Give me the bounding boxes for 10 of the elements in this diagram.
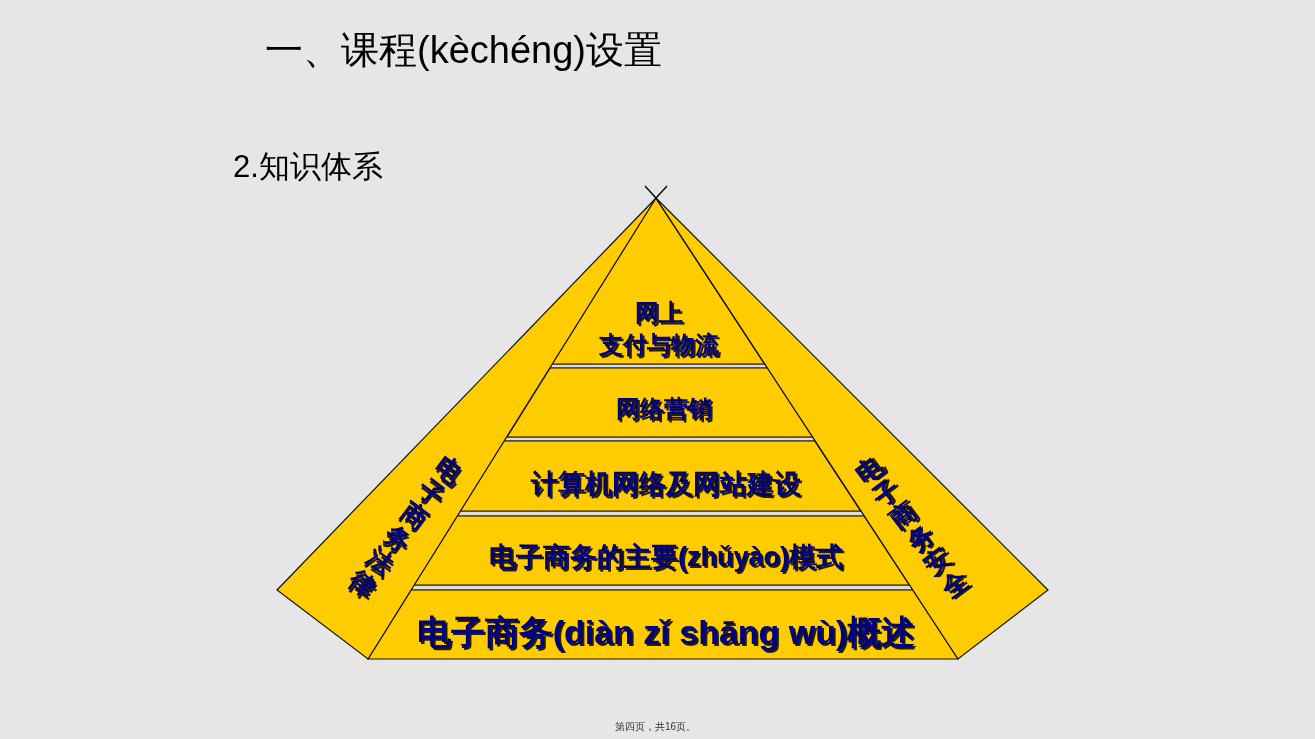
side-face-label: 电子商务安全	[850, 450, 974, 604]
page-footer: 第四页，共16页。	[615, 720, 697, 734]
side-face-label: 电子商务法律	[344, 450, 468, 604]
tier-label: 网络营销	[616, 394, 712, 424]
tier-label: 网上支付与物流	[598, 298, 720, 360]
tier-label: 电子商务的主要(zhǔyào)模式	[489, 541, 843, 573]
tier-label: 电子商务(diàn zǐ shāng wù)概述	[416, 612, 916, 652]
tier-label: 计算机网络及网站建设	[531, 468, 801, 500]
section-heading: 2.知识体系	[233, 148, 383, 186]
slide-title: 一、课程(kèchéng)设置	[265, 28, 662, 72]
